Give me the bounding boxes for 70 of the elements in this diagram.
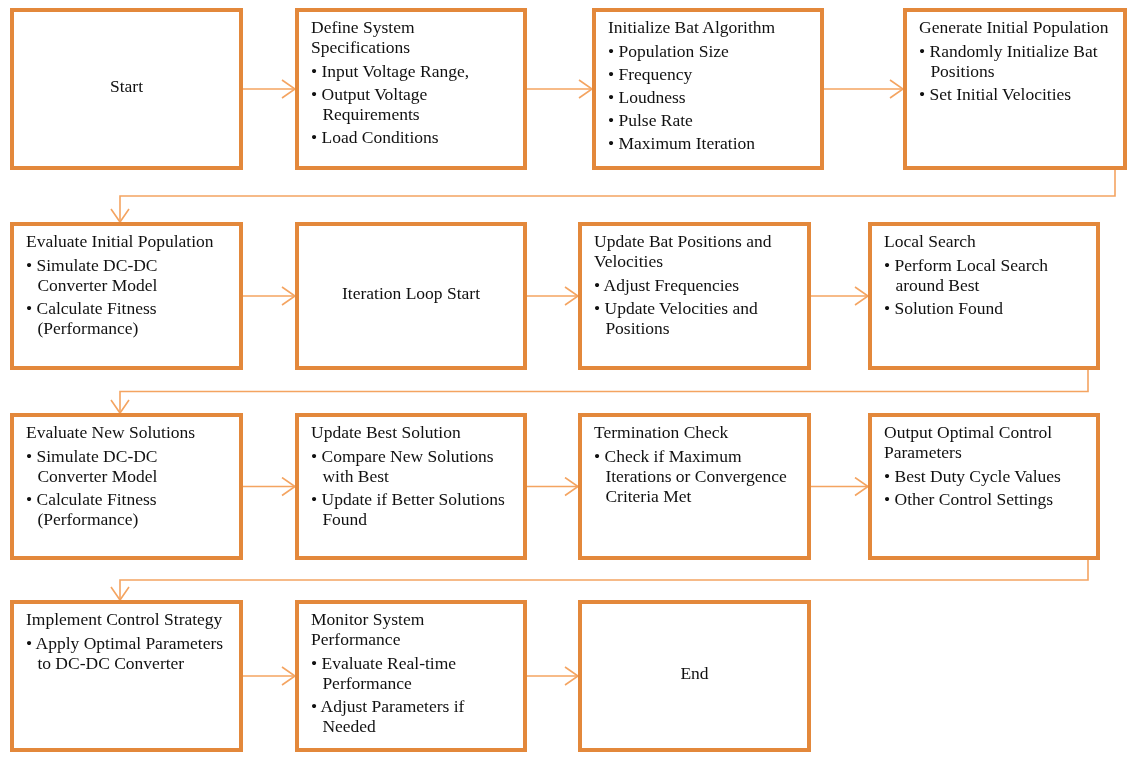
arrow (810, 476, 869, 497)
step-title: Update Bat Positions and Velocities (594, 232, 773, 272)
process-box (578, 222, 811, 370)
bullet-item: • Output Voltage Requirements (311, 84, 429, 125)
bullet-item: • Update Velocities and Positions (594, 298, 759, 339)
bullet-item: • Apply Optimal Parameters to DC-DC Converter (26, 633, 225, 674)
arrow (110, 169, 1116, 223)
arrow (823, 79, 904, 99)
arrow (526, 476, 579, 497)
process-box (10, 8, 243, 170)
process-box (10, 413, 243, 560)
process-box (295, 413, 527, 560)
step-title: Output Optimal Control Parameters (884, 423, 1054, 463)
bullet-item: • Adjust Parameters if Needed (311, 696, 466, 737)
bullet-item: • Adjust Frequencies (594, 275, 741, 296)
step-title: Initialize Bat Algorithm (608, 18, 777, 38)
bullet-item: • Loudness (608, 87, 687, 108)
process-box (903, 8, 1127, 170)
bullet-item: • Simulate DC-DC Converter Model (26, 446, 159, 487)
process-box (10, 222, 243, 370)
step-title: Implement Control Strategy (26, 610, 224, 630)
bullet-item: • Calculate Fitness (Performance) (26, 489, 158, 530)
arrow (810, 286, 869, 306)
process-box (578, 413, 811, 560)
arrow (110, 559, 1089, 601)
bullet-item: • Best Duty Cycle Values (884, 466, 1062, 487)
bullet-item: • Solution Found (884, 298, 1004, 319)
step-title: Define System Specifications (311, 18, 416, 58)
bullet-item: • Pulse Rate (608, 110, 694, 131)
step-title: Evaluate New Solutions (26, 423, 197, 443)
step-title: End (680, 664, 709, 684)
process-box (295, 222, 527, 370)
step-title: Iteration Loop Start (342, 284, 480, 304)
process-box (868, 222, 1100, 370)
arrow (242, 79, 296, 99)
bullet-item: • Compare New Solutions with Best (311, 446, 495, 487)
arrow (242, 476, 296, 497)
bullet-item: • Load Conditions (311, 127, 440, 148)
bullet-item: • Simulate DC-DC Converter Model (26, 255, 159, 296)
bullet-item: • Population Size (608, 41, 730, 62)
process-box (868, 413, 1100, 560)
bullet-item: • Calculate Fitness (Performance) (26, 298, 158, 339)
step-title: Termination Check (594, 423, 730, 443)
step-title: Update Best Solution (311, 423, 462, 443)
step-title: Monitor System Performance (311, 610, 426, 650)
process-box (10, 600, 243, 752)
bullet-item: • Randomly Initialize Bat Positions (919, 41, 1099, 82)
bullet-item: • Frequency (608, 64, 694, 85)
step-title: Start (109, 77, 144, 97)
step-title: Generate Initial Population (919, 18, 1110, 38)
bullet-item: • Check if Maximum Iterations or Convergence Criteria Met (594, 446, 788, 507)
bullet-item: • Update if Better Solutions Found (311, 489, 506, 530)
step-title: Local Search (884, 232, 977, 252)
arrow (526, 286, 579, 306)
arrow (526, 79, 593, 99)
process-box (295, 600, 527, 752)
arrow (242, 666, 296, 686)
arrow (242, 286, 296, 306)
arrow (110, 369, 1089, 414)
step-title: Evaluate Initial Population (26, 232, 215, 252)
bullet-item: • Maximum Iteration (608, 133, 757, 154)
bullet-item: • Set Initial Velocities (919, 84, 1073, 105)
arrow (526, 666, 579, 686)
bullet-item: • Perform Local Search around Best (884, 255, 1050, 296)
bullet-item: • Other Control Settings (884, 489, 1054, 510)
process-box (592, 8, 824, 170)
process-box (295, 8, 527, 170)
bullet-item: • Input Voltage Range, (311, 61, 471, 82)
process-box (578, 600, 811, 752)
bullet-item: • Evaluate Real-time Performance (311, 653, 458, 694)
